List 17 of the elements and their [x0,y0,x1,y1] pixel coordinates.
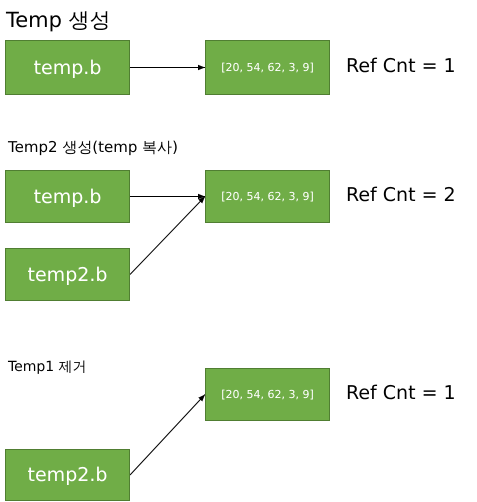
array-box: [20, 54, 62, 3, 9] [205,170,330,223]
variable-box: temp.b [5,170,130,223]
ref-count-label: Ref Cnt = 1 [346,54,456,76]
section-heading: Temp 생성 [6,7,111,34]
array-box: [20, 54, 62, 3, 9] [205,368,330,421]
section-heading: Temp2 생성(temp 복사) [8,138,178,157]
variable-box: temp.b [5,40,130,95]
arrow [130,64,206,70]
variable-box: temp2.b [5,449,130,501]
arrow [130,394,206,476]
ref-count-label: Ref Cnt = 1 [346,382,456,404]
arrow [130,196,206,275]
ref-count-label: Ref Cnt = 2 [346,184,456,206]
array-box: [20, 54, 62, 3, 9] [205,40,330,95]
variable-box: temp2.b [5,248,130,301]
section-heading: Temp1 제거 [8,358,87,376]
arrow [130,194,206,200]
